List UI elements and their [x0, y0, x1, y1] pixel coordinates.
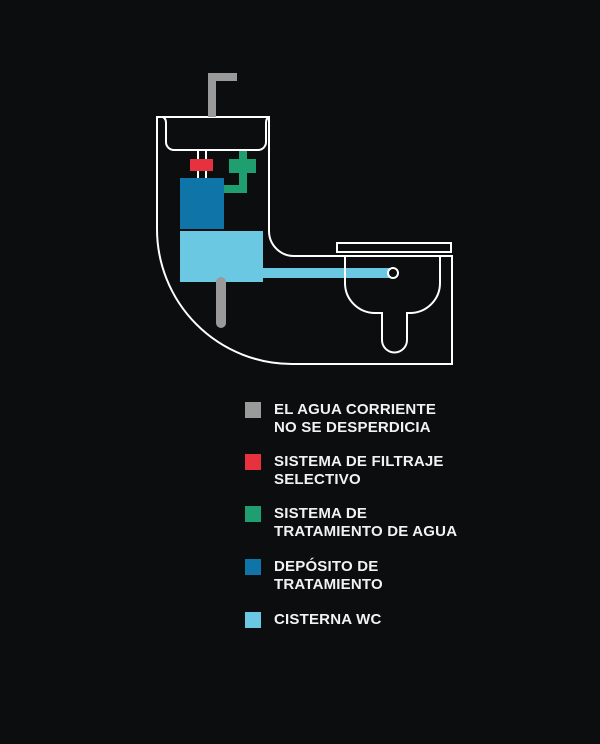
legend-line: EL AGUA CORRIENTE	[274, 401, 437, 418]
legend-label: DEPÓSITO DE TRATAMIENTO	[274, 558, 383, 594]
wc-cistern	[180, 231, 263, 282]
legend-label: SISTEMA DE FILTRAJE SELECTIVO	[274, 453, 444, 489]
legend-line: TRATAMIENTO DE AGUA	[274, 523, 458, 540]
toilet-lid	[336, 242, 452, 253]
legend-label: EL AGUA CORRIENTE NO SE DESPERDICIA	[274, 401, 436, 437]
treatment-deposit	[180, 178, 224, 229]
legend-line: TRATAMIENTO	[274, 576, 383, 593]
legend-line: DEPÓSITO DE	[274, 558, 379, 575]
legend-line: SISTEMA DE	[274, 505, 368, 522]
legend-label: CISTERNA WC	[274, 611, 381, 629]
legend-swatch-grey	[245, 402, 261, 418]
sink-basin	[162, 116, 270, 151]
legend-item-deposit: DEPÓSITO DE TRATAMIENTO	[245, 558, 383, 594]
filter-system	[190, 159, 213, 171]
legend-swatch-red	[245, 454, 261, 470]
toilet-bowl	[344, 257, 441, 354]
legend-item-filter: SISTEMA DE FILTRAJE SELECTIVO	[245, 453, 444, 489]
legend-line: SELECTIVO	[274, 471, 361, 488]
legend-line: SISTEMA DE FILTRAJE	[274, 453, 444, 470]
legend-label: SISTEMA DE TRATAMIENTO DE AGUA	[274, 505, 457, 541]
legend-swatch-blue	[245, 559, 261, 575]
legend-line: NO SE DESPERDICIA	[274, 419, 431, 436]
enclosure-outline	[156, 116, 453, 365]
treatment-system	[224, 151, 256, 193]
legend-item-treatment: SISTEMA DE TRATAMIENTO DE AGUA	[245, 505, 457, 541]
legend-item-running-water: EL AGUA CORRIENTE NO SE DESPERDICIA	[245, 401, 436, 437]
legend-swatch-green	[245, 506, 261, 522]
flush-outlet	[387, 267, 399, 279]
cistern-pipe	[262, 268, 392, 278]
legend-item-cistern: CISTERNA WC	[245, 611, 381, 629]
sink-toilet-diagram	[156, 73, 453, 365]
legend-swatch-light-blue	[245, 612, 261, 628]
legend-line: CISTERNA WC	[274, 611, 382, 628]
tap-pipe	[208, 73, 237, 117]
